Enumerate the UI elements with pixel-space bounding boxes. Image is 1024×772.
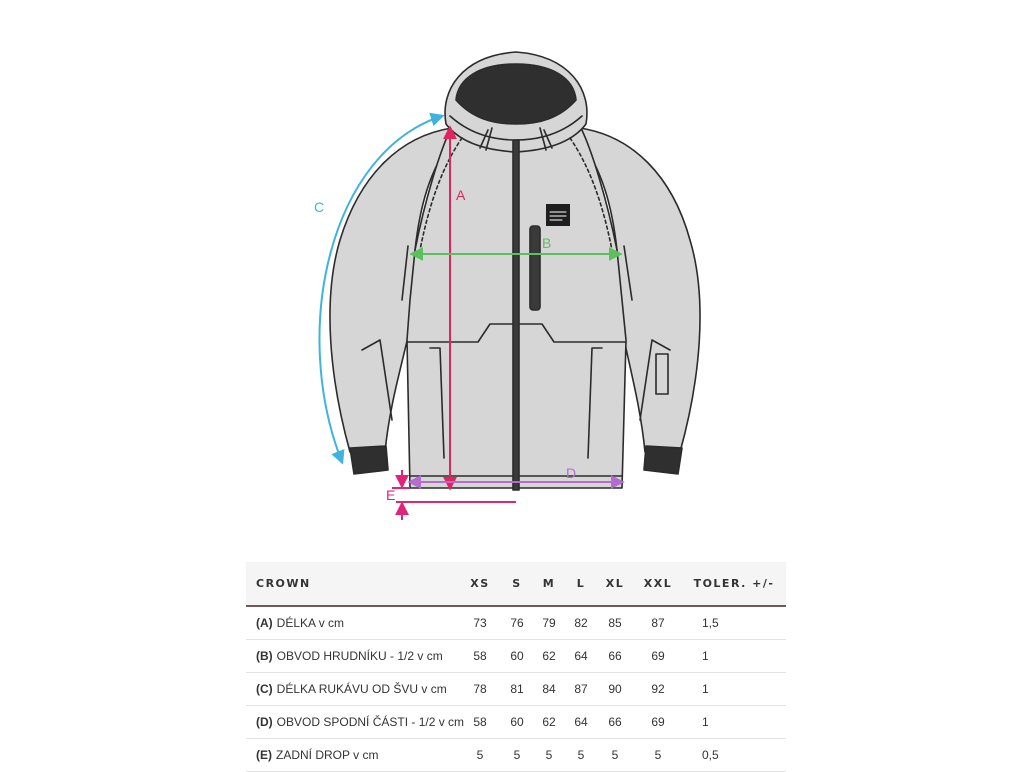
measurement-label: DÉLKA RUKÁVU OD ŠVU v cm — [276, 681, 447, 696]
header-tolerance: TOLER. +/- — [693, 577, 775, 590]
measure-label-d: D — [566, 465, 576, 481]
table-row: (E) ZADNÍ DROP v cm 5 5 5 5 5 5 0,5 — [246, 738, 786, 771]
table-row: (C)DÉLKA RUKÁVU OD ŠVU v cm 78 81 84 87 90 92 1 — [246, 672, 786, 705]
header-size-m: M — [542, 577, 556, 590]
size-value-cell: 69 — [651, 648, 665, 663]
measure-line-c — [318, 112, 445, 465]
size-value-cell: 5 — [513, 747, 521, 762]
tolerance-cell: 1 — [702, 714, 709, 729]
size-value-cell: 60 — [510, 714, 524, 729]
measurement-code: (C) — [256, 681, 273, 696]
tolerance-cell: 1 — [702, 681, 709, 696]
measurement-label: OBVOD SPODNÍ ČÁSTI - 1/2 v cm — [276, 714, 465, 729]
size-value-cell: 82 — [574, 615, 588, 630]
front-zipper — [512, 139, 520, 491]
measurement-lines — [318, 112, 625, 520]
size-table: CROWN XS S M L XL XXL TOLER. +/- (A)DÉLK… — [246, 562, 786, 772]
size-value-cell: 87 — [574, 681, 588, 696]
size-value-cell: 85 — [608, 615, 622, 630]
sleeve-pocket — [655, 353, 669, 395]
table-row: (B)OBVOD HRUDNÍKU - 1/2 v cm 58 60 62 64 66 69… — [246, 639, 786, 672]
size-value-cell: 66 — [608, 714, 622, 729]
hood-drawcord-right — [539, 127, 553, 151]
size-value-cell: 79 — [542, 615, 556, 630]
size-value-cell: 84 — [542, 681, 556, 696]
measurement-code: (B) — [256, 648, 273, 663]
measurement-label: DÉLKA v cm — [276, 615, 345, 630]
size-value-cell: 62 — [542, 714, 556, 729]
measure-label-c: C — [314, 199, 324, 215]
size-value-cell: 87 — [651, 615, 665, 630]
elbow-panel-right — [639, 339, 671, 421]
hood-opening — [455, 63, 577, 125]
cuff-right — [643, 445, 683, 475]
tolerance-cell: 0,5 — [702, 747, 719, 762]
measurement-name-cell: (C)DÉLKA RUKÁVU OD ŠVU v cm — [246, 672, 458, 705]
measurement-name-cell: (E) ZADNÍ DROP v cm — [246, 738, 458, 771]
raglan-seam-right — [569, 137, 613, 251]
size-value-cell: 5 — [545, 747, 553, 762]
chest-pocket-zipper — [529, 225, 541, 311]
header-size-s: S — [512, 577, 522, 590]
size-value-cell: 5 — [654, 747, 662, 762]
size-value-cell: 5 — [476, 747, 484, 762]
size-value-cell: 69 — [651, 714, 665, 729]
tolerance-cell: 1 — [702, 648, 709, 663]
header-size-xs: XS — [470, 577, 490, 590]
measurement-code: (A) — [256, 615, 273, 630]
measurement-label: OBVOD HRUDNÍKU - 1/2 v cm — [276, 648, 443, 663]
table-body: (A)DÉLKA v cm 73 76 79 82 85 87 1,5 (B)OBVOD HRU… — [246, 606, 786, 771]
size-value-cell: 78 — [473, 681, 487, 696]
size-value-cell: 58 — [473, 648, 487, 663]
measurement-name-cell: (B)OBVOD HRUDNÍKU - 1/2 v cm — [246, 639, 458, 672]
measurement-code: (D) — [256, 714, 273, 729]
hand-pocket-right — [587, 347, 603, 459]
measure-label-e: E — [386, 487, 395, 503]
table-row: (D)OBVOD SPODNÍ ČÁSTI - 1/2 v cm 58 60 62 64… — [246, 705, 786, 738]
size-value-cell: 73 — [473, 615, 487, 630]
size-value-cell: 90 — [608, 681, 622, 696]
size-value-cell: 66 — [608, 648, 622, 663]
size-value-cell: 64 — [574, 648, 588, 663]
size-value-cell: 58 — [473, 714, 487, 729]
pit-zip-right — [623, 245, 633, 301]
size-value-cell: 81 — [510, 681, 524, 696]
measure-label-a: A — [456, 187, 466, 203]
right-sleeve — [579, 127, 701, 453]
size-value-cell: 92 — [651, 681, 665, 696]
measurement-name-cell: (A)DÉLKA v cm — [246, 606, 458, 639]
size-value-cell: 5 — [611, 747, 619, 762]
header-product-name: CROWN — [256, 577, 311, 590]
measurement-labels: A B C D E — [314, 187, 576, 503]
measure-label-b: B — [542, 235, 551, 251]
size-value-cell: 60 — [510, 648, 524, 663]
size-value-cell: 5 — [577, 747, 585, 762]
header-size-xl: XL — [605, 577, 625, 590]
jacket-measurement-diagram: A B C D E — [314, 51, 701, 520]
tolerance-cell: 1,5 — [702, 615, 719, 630]
jacket-illustration — [329, 51, 701, 491]
measure-line-e — [392, 470, 516, 520]
cuff-left — [349, 445, 389, 475]
hood-drawcord-left — [479, 127, 493, 151]
table-header-row: CROWN XS S M L XL XXL TOLER. +/- — [246, 562, 786, 606]
size-value-cell: 76 — [510, 615, 524, 630]
header-size-l: L — [576, 577, 586, 590]
size-chart: CROWN XS S M L XL XXL TOLER. +/- (A)DÉLK… — [246, 562, 786, 772]
header-size-xxl: XXL — [643, 577, 673, 590]
size-value-cell: 64 — [574, 714, 588, 729]
chest-logo-mark — [549, 211, 567, 221]
measurement-code: (E) — [256, 747, 272, 762]
chest-logo-patch — [546, 204, 570, 226]
table-row: (A)DÉLKA v cm 73 76 79 82 85 87 1,5 — [246, 606, 786, 639]
measurement-name-cell: (D)OBVOD SPODNÍ ČÁSTI - 1/2 v cm — [246, 705, 464, 738]
size-value-cell: 62 — [542, 648, 556, 663]
measurement-label: ZADNÍ DROP v cm — [276, 747, 379, 762]
